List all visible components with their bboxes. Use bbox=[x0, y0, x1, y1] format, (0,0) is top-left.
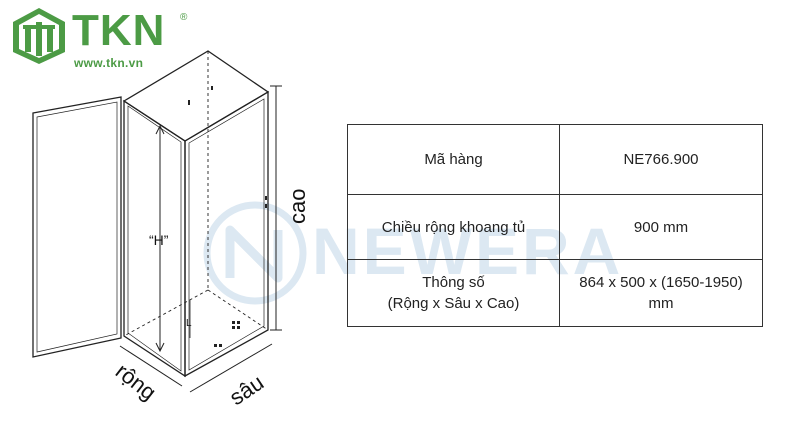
spec-label-line: Thông số bbox=[422, 274, 485, 291]
brand-name: TKN bbox=[72, 6, 166, 55]
brand-website[interactable]: www.tkn.vn bbox=[74, 56, 144, 70]
spec-value-line: 864 x 500 x (1650-1950) bbox=[579, 274, 743, 291]
spec-value: NE766.900 bbox=[559, 124, 763, 195]
height-axis-label: cao bbox=[285, 189, 310, 224]
brand-logo: TKN ® www.tkn.vn bbox=[10, 6, 200, 70]
spec-value: 900 mm bbox=[559, 194, 763, 260]
table-row: Mã hàng NE766.900 bbox=[347, 124, 763, 195]
spec-value-line: mm bbox=[648, 295, 674, 312]
height-label: “H” bbox=[149, 232, 169, 248]
spec-table: Mã hàng NE766.900 Chiều rộng khoang tủ 9… bbox=[347, 124, 763, 327]
newera-watermark-icon bbox=[203, 201, 307, 305]
width-dimension-line bbox=[119, 345, 183, 387]
cabinet-drawing: “H” L cao rộng sâu bbox=[32, 50, 310, 411]
cabinet-side bbox=[184, 90, 269, 378]
depth-axis-label: sâu bbox=[225, 370, 268, 411]
table-row: Chiều rộng khoang tủ 900 mm bbox=[347, 194, 763, 260]
tkn-logo-icon bbox=[13, 8, 65, 64]
spec-label-line: (Rộng x Sâu x Cao) bbox=[387, 295, 520, 312]
table-row: Thông số (Rộng x Sâu x Cao) 864 x 500 x … bbox=[347, 259, 763, 327]
cabinet-door bbox=[32, 96, 122, 358]
spec-label: Mã hàng bbox=[347, 124, 560, 195]
spec-label: Chiều rộng khoang tủ bbox=[347, 194, 560, 260]
inner-label: L bbox=[186, 318, 192, 329]
depth-dimension-line bbox=[189, 343, 273, 393]
spec-value: 864 x 500 x (1650-1950) mm bbox=[559, 259, 763, 327]
cabinet-top bbox=[122, 50, 270, 142]
width-axis-label: rộng bbox=[111, 358, 161, 405]
registered-mark: ® bbox=[180, 12, 188, 23]
spec-label: Thông số (Rộng x Sâu x Cao) bbox=[347, 259, 560, 327]
